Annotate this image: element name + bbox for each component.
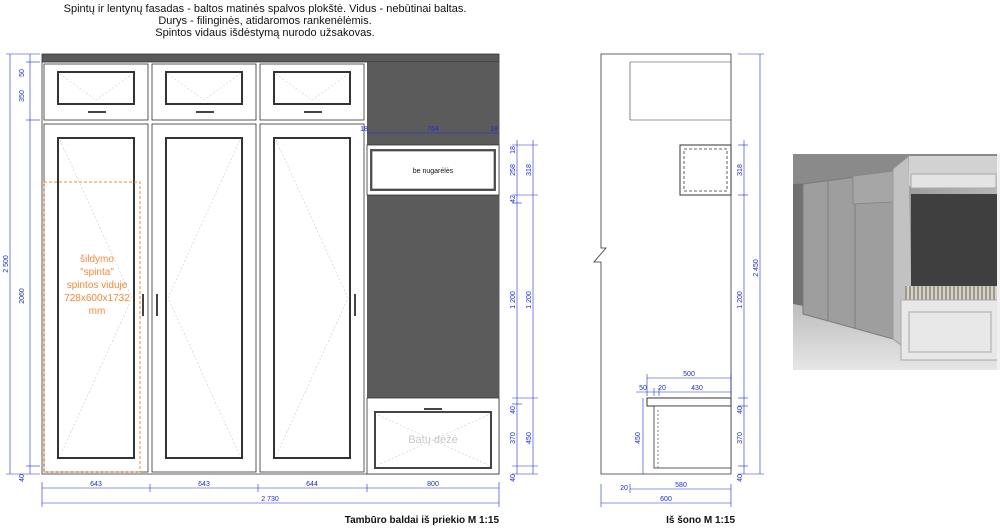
- dim-bottom-1: 643: [90, 481, 102, 488]
- side-shelf: [679, 144, 732, 196]
- side-dim-total: 2 450: [753, 259, 760, 277]
- top-band: [41, 53, 500, 63]
- side-right-dims: [738, 53, 764, 475]
- front-bottom-dims: [41, 482, 500, 507]
- svg-text:"spinta": "spinta": [80, 267, 114, 278]
- svg-text:spintos viduje: spintos viduje: [67, 280, 128, 291]
- side-dim-3: 40: [737, 406, 744, 414]
- svg-text:mm: mm: [89, 306, 106, 317]
- dim-r6: 370: [510, 432, 517, 444]
- side-dim-bottom-a: 20: [620, 485, 628, 492]
- side-bottom-dims: [600, 484, 732, 507]
- side-dim-bench-a: 50: [639, 385, 647, 392]
- dim-rb3: 450: [526, 432, 533, 444]
- niche-top: [367, 62, 499, 128]
- side-dim-4: 370: [737, 432, 744, 444]
- heater-label: šildymo "spinta" spintos viduje 728x600x…: [64, 254, 130, 317]
- dim-rb1: 318: [526, 164, 533, 176]
- side-dim-bench-top: 500: [683, 371, 695, 378]
- shoe-box-label: Batų dėžė: [408, 434, 458, 446]
- dim-shelf-right: 18: [490, 126, 498, 133]
- dim-bottom-2: 643: [198, 481, 210, 488]
- inner-label: be nugarėlės: [413, 168, 454, 175]
- note-line-3: Spintos vidaus išdėstymą nurodo užsakova…: [155, 27, 375, 39]
- heater-area: [43, 181, 141, 473]
- side-caption: Iš šono M 1:15: [666, 515, 735, 526]
- svg-text:728x600x1732: 728x600x1732: [64, 293, 130, 304]
- dim-left-upper: 350: [19, 90, 26, 102]
- side-view: 318 1 200 40 370 40 2 450 500 50 20 430 …: [593, 53, 764, 526]
- dim-bottom-3: 644: [306, 481, 318, 488]
- dim-rb2: 1 200: [526, 291, 533, 309]
- side-dim-5: 40: [737, 474, 744, 482]
- dim-r1: 18: [510, 146, 517, 154]
- dim-left-total: 2 500: [3, 255, 10, 273]
- dim-shelf-left: 18: [360, 126, 368, 133]
- note-line-1: Spintų ir lentynų fasadas - baltos matin…: [63, 3, 467, 15]
- side-dim-2: 1 200: [737, 291, 744, 309]
- svg-text:šildymo: šildymo: [80, 254, 114, 265]
- side-dim-bench-b: 20: [658, 385, 666, 392]
- front-right-dims: [512, 140, 538, 475]
- dim-r5: 40: [510, 406, 517, 414]
- upper-doors: [43, 63, 365, 121]
- dim-left-door: 2060: [19, 288, 26, 304]
- dim-shelf-mid: 764: [427, 126, 439, 133]
- side-dim-total-depth: 600: [660, 496, 672, 503]
- front-caption: Tambūro baldai iš priekio M 1:15: [345, 515, 500, 526]
- side-dim-bottom-b: 580: [675, 482, 687, 489]
- render-scene: [793, 154, 1000, 370]
- side-dim-1: 318: [737, 164, 744, 176]
- note-line-2: Durys - filinginės, atidaromos rankenėlė…: [158, 15, 372, 27]
- dim-r2: 258: [510, 164, 517, 176]
- side-dim-bench-c: 430: [691, 385, 703, 392]
- door-handles: [142, 294, 356, 316]
- dim-r4: 1 200: [510, 291, 517, 309]
- render-preview-image: [793, 154, 1000, 370]
- dim-total-width: 2 730: [261, 496, 279, 503]
- side-bench-top: [646, 397, 732, 407]
- dim-r7: 40: [510, 474, 517, 482]
- dim-bottom-4: 800: [427, 481, 439, 488]
- open-shelf-label-bg: [371, 150, 495, 190]
- side-dim-bench-h: 450: [635, 432, 642, 444]
- dim-r3: 42: [510, 195, 517, 203]
- front-view: be nugarėlės Batų dėžė: [3, 53, 538, 526]
- side-bench-box: [653, 405, 732, 469]
- dim-left-bottom: 40: [19, 474, 26, 482]
- side-bench-dims: [636, 374, 732, 474]
- front-left-dims: [6, 53, 40, 475]
- dim-left-top: 50: [19, 69, 26, 77]
